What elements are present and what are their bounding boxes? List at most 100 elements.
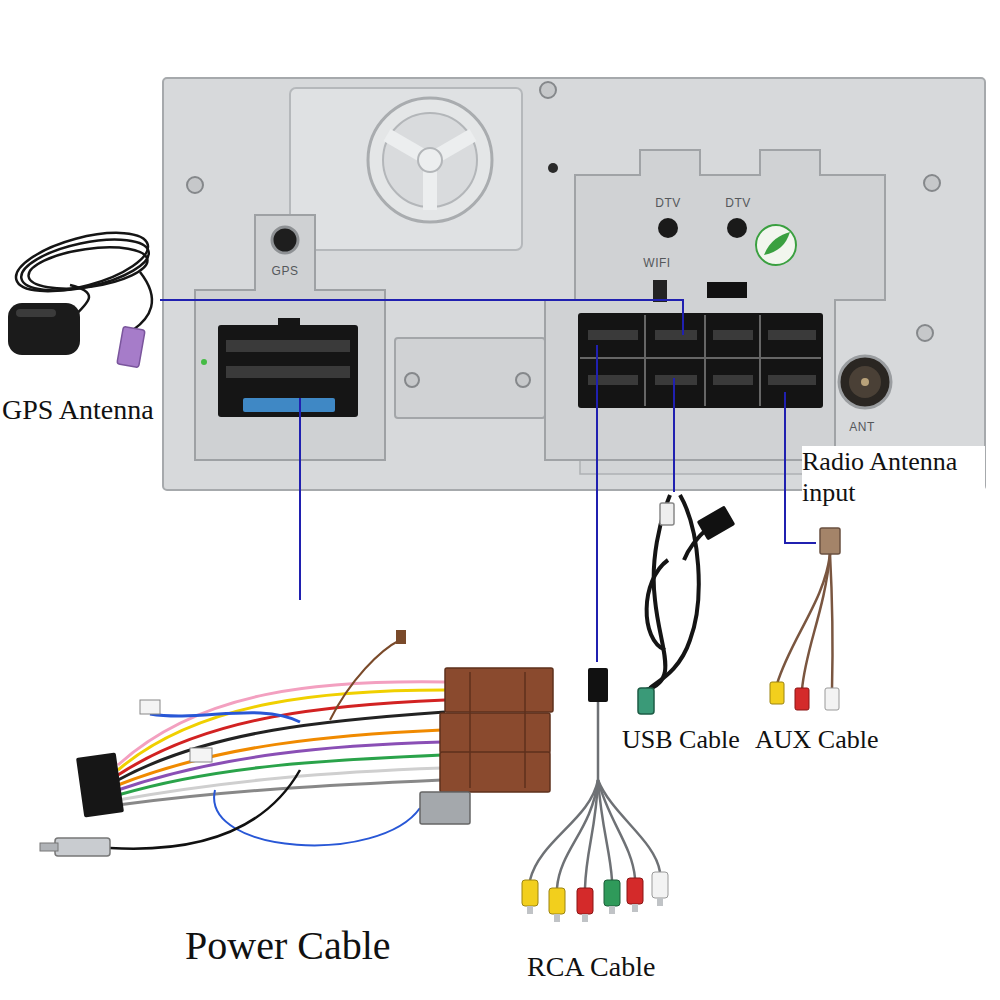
rca-cable: [598, 780, 635, 878]
io-sockets: [707, 282, 747, 298]
usb-cable: [660, 503, 674, 525]
panel-marking: DTV: [725, 196, 751, 210]
rca-cable: [585, 780, 598, 888]
rca-cable: [522, 880, 538, 906]
panel-marking: ANT: [849, 420, 875, 434]
rca-cable: [527, 906, 533, 914]
aux-cable: [820, 528, 840, 554]
io-sockets: [644, 315, 646, 406]
head-unit-panel: GPSDTVDTVWIFIANT: [163, 78, 985, 490]
fan-grille: [418, 148, 442, 172]
power-harness: [40, 630, 553, 856]
screw: [187, 177, 203, 193]
rca-cable: [522, 668, 668, 922]
io-sockets: [713, 330, 753, 340]
io-sockets: [655, 375, 697, 385]
panel-marking: DTV: [655, 196, 681, 210]
gps-antenna: [16, 309, 56, 317]
aux-cable: [770, 528, 840, 710]
aux-cable: [777, 554, 830, 684]
power-harness: [330, 640, 400, 720]
rca-cable: [632, 904, 638, 912]
power-harness: [190, 748, 212, 762]
power-harness: [420, 792, 470, 824]
screw: [924, 175, 940, 191]
part-caption: AUX Cable: [755, 724, 878, 755]
leader-line: [299, 398, 301, 600]
io-sockets: [578, 313, 823, 408]
power-socket: [195, 215, 385, 460]
part-caption: USB Cable: [622, 724, 740, 755]
power-harness: [469, 672, 471, 788]
power-socket: [278, 318, 300, 328]
io-sockets: [764, 232, 790, 255]
power-harness: [40, 843, 58, 851]
power-harness: [445, 668, 553, 712]
part-caption: Power Cable: [185, 922, 391, 970]
part-caption: Radio Antenna input: [802, 446, 985, 508]
antenna-socket: [849, 366, 881, 398]
panel-marking: WIFI: [643, 256, 670, 270]
rca-cable: [588, 668, 608, 702]
cover-plate: [395, 338, 545, 418]
power-harness: [214, 790, 420, 845]
screw: [540, 82, 556, 98]
power-harness: [110, 770, 300, 849]
io-sockets: [704, 315, 706, 406]
fan-grille: [368, 98, 492, 222]
aux-cable: [830, 554, 833, 690]
rca-cable: [598, 780, 660, 872]
power-harness: [440, 752, 550, 792]
leader-line: [160, 300, 683, 335]
power-socket: [272, 227, 298, 253]
part-caption: GPS Antenna: [2, 393, 154, 427]
screw: [917, 325, 933, 341]
power-socket: [195, 215, 385, 460]
rca-cable: [604, 880, 620, 906]
leader-line: [596, 345, 598, 662]
power-harness: [150, 713, 300, 722]
rca-cable: [597, 702, 600, 780]
gps-antenna: [8, 221, 154, 367]
cover-plate: [395, 338, 545, 418]
io-sockets: [768, 330, 816, 340]
screw: [548, 163, 558, 173]
aux-cable: [795, 688, 809, 710]
power-harness: [55, 838, 110, 856]
io-sockets: [658, 218, 678, 238]
back-panel: [290, 88, 522, 250]
io-sockets: [727, 218, 747, 238]
gps-antenna: [117, 326, 145, 367]
back-panel: [163, 78, 985, 490]
leader-line: [160, 300, 816, 662]
leader-line: [673, 378, 675, 492]
rca-cable: [627, 878, 643, 904]
power-harness: [440, 713, 550, 753]
usb-cable: [638, 495, 735, 714]
io-sockets: [655, 330, 697, 340]
part-caption: RCA Cable: [527, 950, 655, 984]
cover-plate: [516, 373, 530, 387]
io-sockets: [588, 330, 638, 340]
power-socket: [226, 340, 350, 352]
power-harness: [396, 630, 406, 644]
aux-cable: [802, 554, 830, 690]
power-harness: [140, 700, 160, 714]
gps-antenna: [8, 303, 80, 355]
io-sockets: [588, 375, 638, 385]
io-sockets: [653, 280, 667, 302]
rca-cable: [652, 872, 668, 898]
fan-grille: [368, 98, 492, 222]
rca-cable: [577, 888, 593, 914]
io-sockets: [759, 315, 761, 406]
power-socket: [243, 398, 335, 412]
rca-cable: [554, 914, 560, 922]
antenna-socket: [839, 356, 891, 408]
antenna-socket: [839, 356, 891, 408]
rca-cable: [549, 888, 565, 914]
usb-cable: [638, 688, 654, 714]
rca-cable: [657, 898, 663, 906]
power-harness: [76, 753, 124, 818]
usb-cable: [650, 495, 699, 688]
antenna-socket: [861, 378, 869, 386]
